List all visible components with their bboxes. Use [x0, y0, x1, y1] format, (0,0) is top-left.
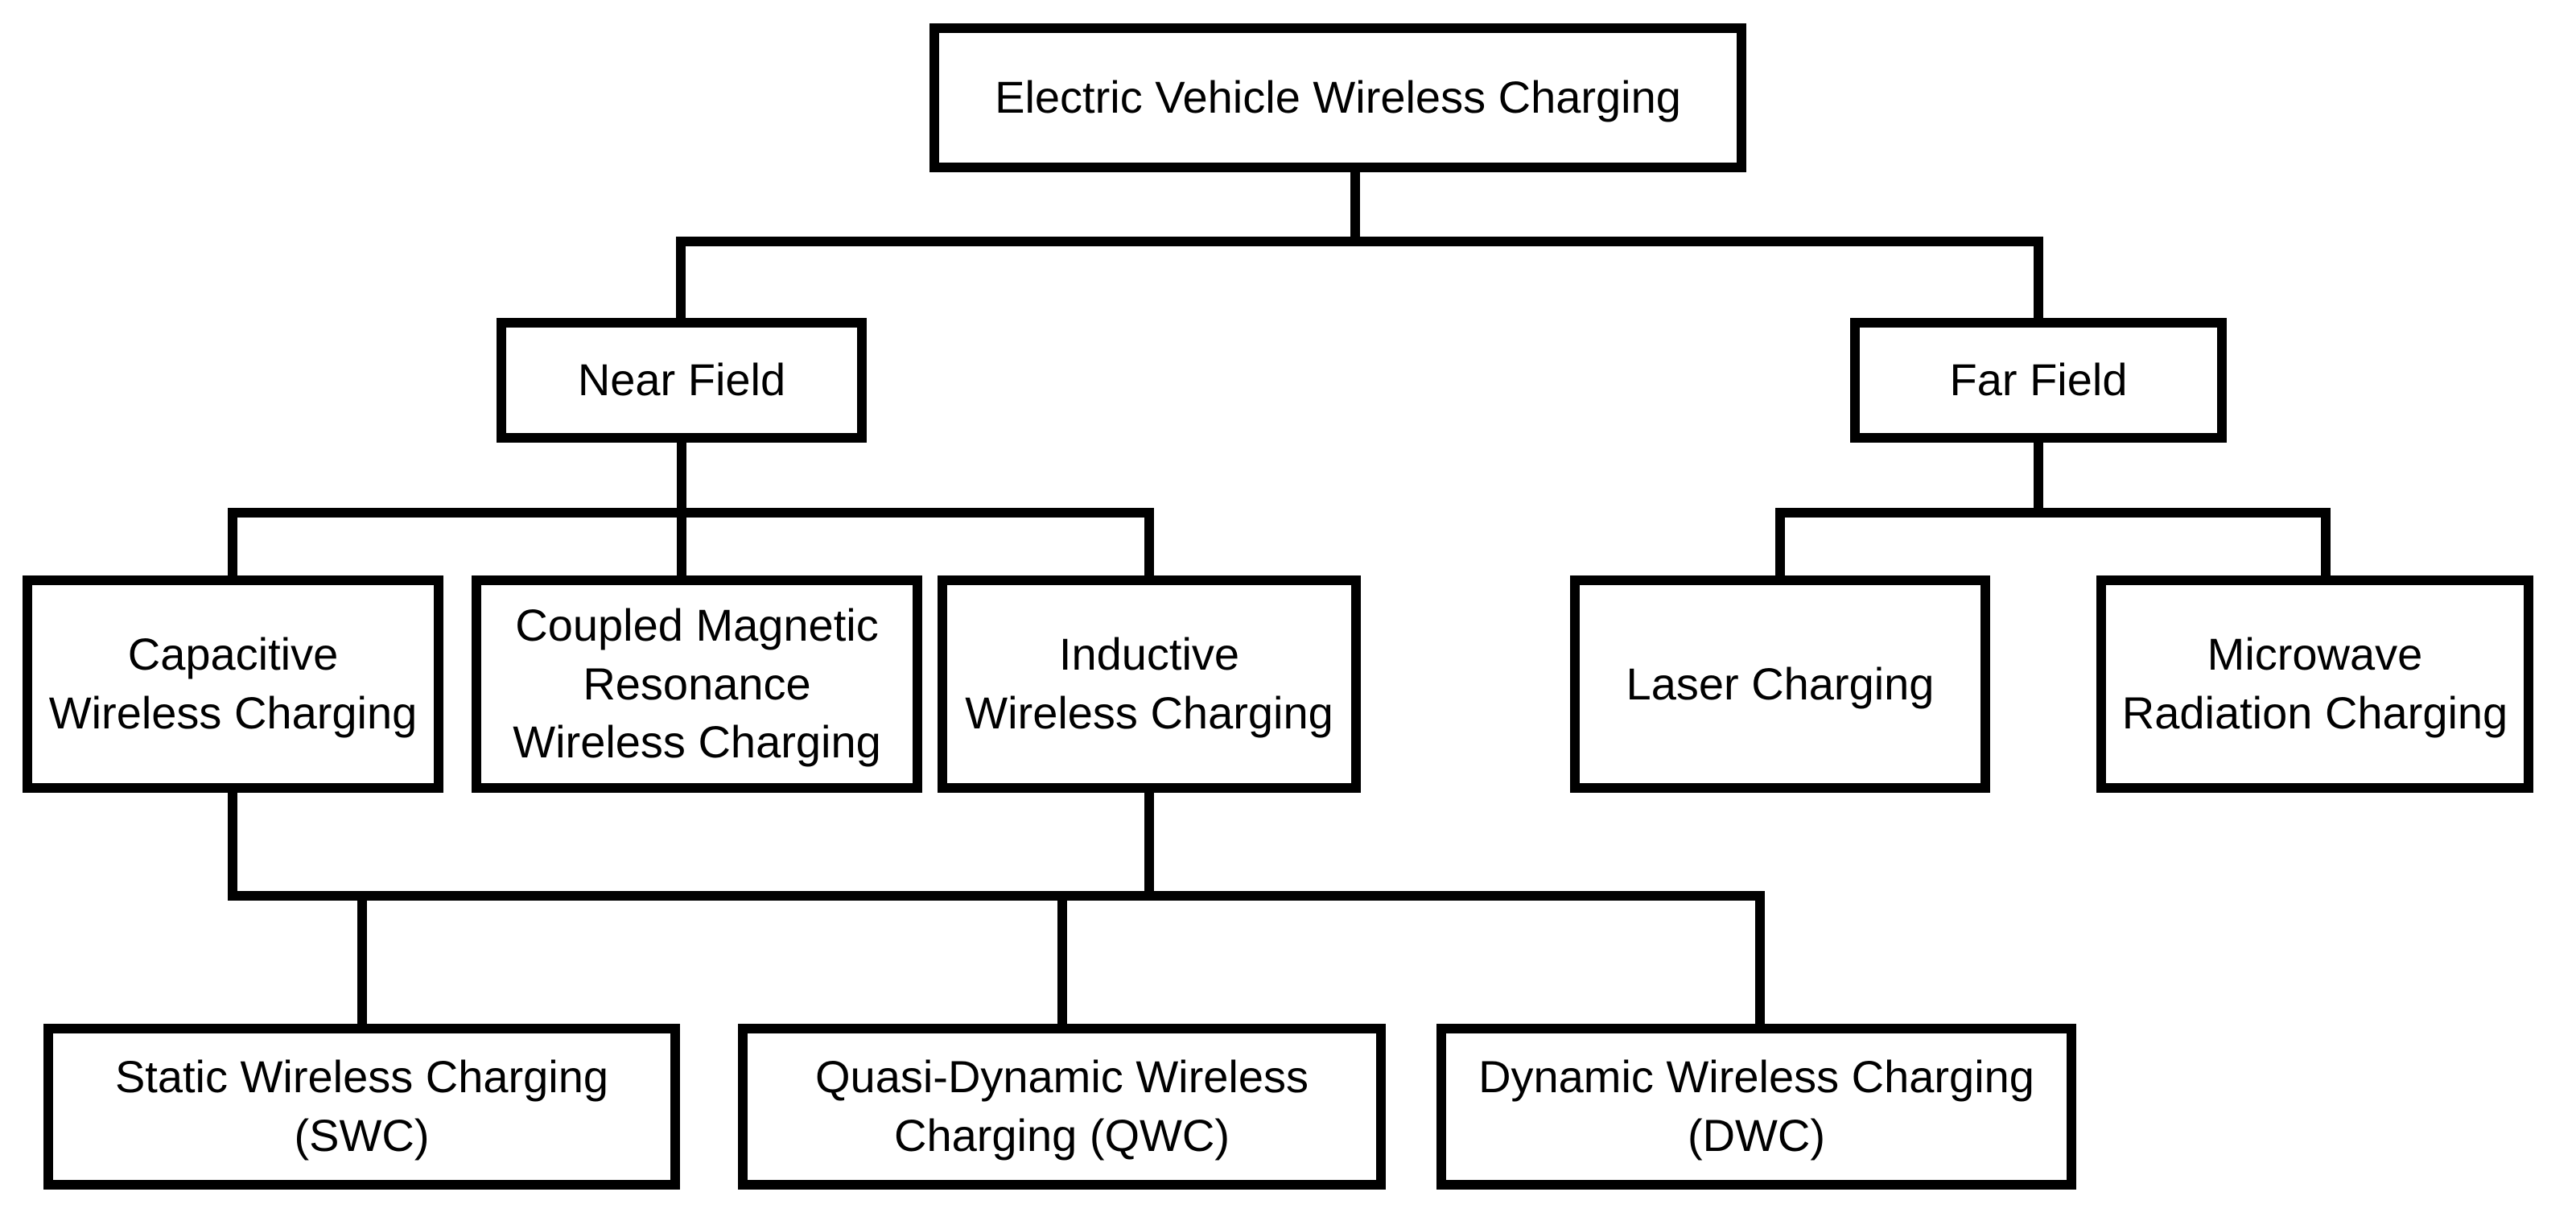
- connector-capacitive-drop: [228, 508, 237, 575]
- connector-laser-drop: [1775, 508, 1785, 575]
- node-electric-vehicle-wireless-charging: Electric Vehicle Wireless Charging: [929, 23, 1746, 172]
- node-label: Far Field: [1949, 354, 2128, 406]
- node-label: Near Field: [577, 354, 786, 406]
- connector-root-stem: [1350, 172, 1360, 246]
- connector-inductive-stem: [1144, 793, 1154, 901]
- node-label: Capacitive Wireless Charging: [48, 629, 418, 738]
- connector-dwc-drop: [1755, 891, 1765, 1024]
- node-static-wireless-charging-swc: Static Wireless Charging (SWC): [43, 1024, 680, 1190]
- node-label: Dynamic Wireless Charging (DWC): [1478, 1051, 2034, 1161]
- node-laser-charging: Laser Charging: [1570, 575, 1990, 793]
- connector-nearkids-hbar: [228, 508, 1154, 518]
- node-label: Quasi-Dynamic Wireless Charging (QWC): [815, 1051, 1309, 1161]
- node-near-field: Near Field: [497, 318, 867, 443]
- connector-swc-drop: [357, 891, 367, 1024]
- node-label: Microwave Radiation Charging: [2121, 629, 2508, 738]
- connector-inductive-drop: [1144, 508, 1154, 575]
- node-microwave-radiation-charging: Microwave Radiation Charging: [2096, 575, 2533, 793]
- connector-qwc-drop: [1057, 891, 1067, 1024]
- node-label: Laser Charging: [1626, 658, 1935, 709]
- connector-far-drop: [2034, 237, 2043, 318]
- connector-near-drop: [676, 237, 686, 318]
- connector-capacitive-stem: [228, 793, 237, 901]
- connector-farkids-hbar: [1775, 508, 2331, 518]
- node-far-field: Far Field: [1850, 318, 2227, 443]
- connector-root-hbar: [676, 237, 2043, 246]
- connector-far-stem: [2034, 443, 2043, 518]
- node-label: Coupled Magnetic Resonance Wireless Char…: [513, 599, 881, 768]
- node-capacitive-wireless-charging: Capacitive Wireless Charging: [23, 575, 443, 793]
- node-inductive-wireless-charging: Inductive Wireless Charging: [938, 575, 1361, 793]
- node-label: Inductive Wireless Charging: [965, 629, 1333, 738]
- node-dynamic-wireless-charging-dwc: Dynamic Wireless Charging (DWC): [1436, 1024, 2076, 1190]
- node-quasi-dynamic-wireless-charging-qwc: Quasi-Dynamic Wireless Charging (QWC): [738, 1024, 1386, 1190]
- connector-microwave-drop: [2321, 508, 2331, 575]
- node-coupled-magnetic-resonance-wireless-charging: Coupled Magnetic Resonance Wireless Char…: [472, 575, 922, 793]
- node-label: Static Wireless Charging (SWC): [114, 1051, 609, 1161]
- connector-bottom-hbar: [228, 891, 1765, 901]
- node-label: Electric Vehicle Wireless Charging: [995, 72, 1681, 123]
